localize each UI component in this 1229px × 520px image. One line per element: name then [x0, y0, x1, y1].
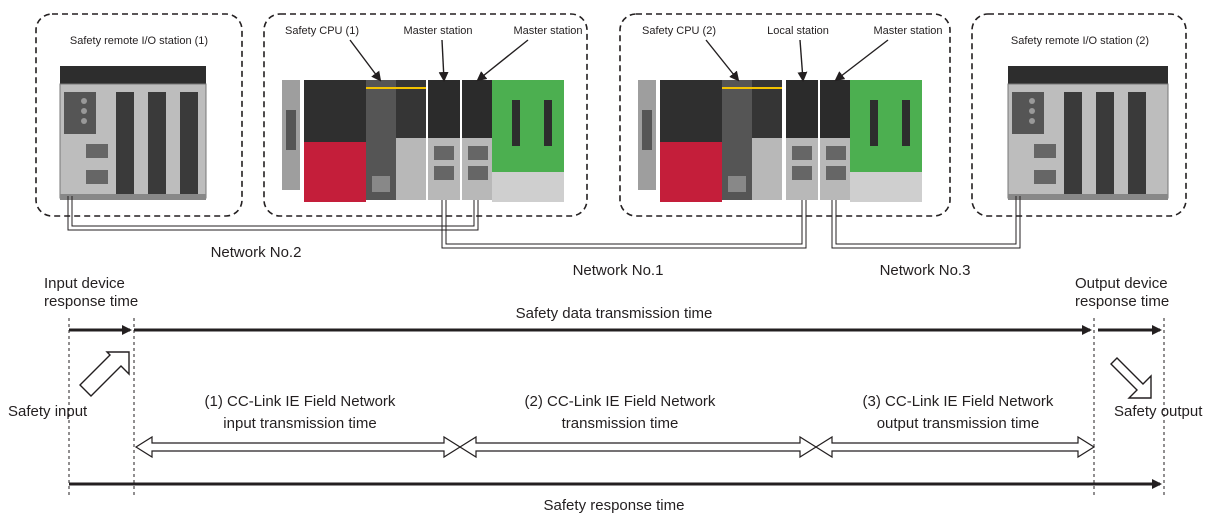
label-segment1-line1: (1) CC-Link IE Field Network — [205, 393, 396, 410]
label-input-response-1: Input device — [44, 275, 125, 292]
segment-output-transmission-arrow — [814, 435, 1096, 459]
pointer-cpu2 — [705, 39, 740, 82]
safety-cpu-rack-1 — [282, 80, 564, 202]
label-network-3: Network No.3 — [880, 262, 971, 279]
label-input-response-2: response time — [44, 293, 138, 310]
label-master-station-c: Master station — [873, 25, 942, 37]
cable-network-1 — [441, 200, 807, 249]
remote-io-module-2 — [1007, 66, 1169, 200]
cable-network-3 — [831, 196, 1021, 249]
label-safety-input: Safety input — [8, 403, 88, 420]
cable-network-2 — [67, 196, 479, 231]
label-network-2: Network No.2 — [211, 244, 302, 261]
label-local-station: Local station — [767, 25, 829, 37]
label-output-response-2: response time — [1075, 293, 1169, 310]
label-master-station-a: Master station — [403, 25, 472, 37]
label-segment3-line1: (3) CC-Link IE Field Network — [863, 393, 1054, 410]
group-safety-cpu-1 — [263, 13, 588, 217]
remote-io-module-1 — [59, 66, 207, 200]
segment-input-transmission-arrow — [134, 435, 462, 459]
label-safety-response: Safety response time — [544, 497, 685, 514]
label-remote-io-2: Safety remote I/O station (2) — [1011, 35, 1149, 47]
label-master-station-b: Master station — [513, 25, 582, 37]
label-network-1: Network No.1 — [573, 262, 664, 279]
safety-output-arrow-icon — [1110, 357, 1152, 399]
segment-network-transmission-arrow — [458, 435, 818, 459]
label-segment1-line2: input transmission time — [223, 415, 376, 432]
label-segment2-line1: (2) CC-Link IE Field Network — [525, 393, 716, 410]
safety-cpu-rack-2 — [638, 80, 922, 202]
pointer-local — [797, 39, 808, 82]
group-safety-cpu-2 — [619, 13, 951, 217]
safety-input-arrow-icon — [79, 351, 130, 397]
pointer-master-a — [438, 39, 449, 82]
label-remote-io-1: Safety remote I/O station (1) — [70, 35, 208, 47]
label-output-response-1: Output device — [1075, 275, 1168, 292]
label-segment2-line2: transmission time — [562, 415, 679, 432]
label-safety-output: Safety output — [1114, 403, 1203, 420]
label-safety-cpu-2: Safety CPU (2) — [642, 25, 716, 37]
label-segment3-line2: output transmission time — [877, 415, 1040, 432]
pointer-cpu1 — [349, 39, 382, 82]
group-remote-io-1 — [35, 13, 243, 217]
label-safety-cpu-1: Safety CPU (1) — [285, 25, 359, 37]
pointer-master-b — [476, 39, 529, 82]
label-data-transmission: Safety data transmission time — [516, 305, 713, 322]
pointer-master-c — [834, 39, 889, 82]
group-remote-io-2 — [971, 13, 1187, 217]
